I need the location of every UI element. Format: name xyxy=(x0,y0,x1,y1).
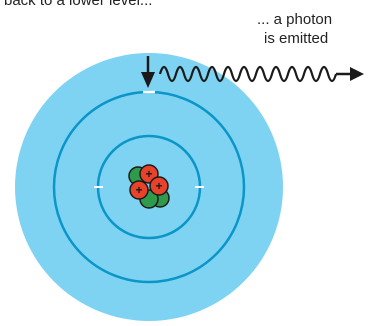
proton-charge: + xyxy=(155,179,162,193)
caption-photon-line-2: is emitted xyxy=(264,30,328,47)
caption-lower-level: back to a lower level... xyxy=(4,0,152,9)
proton-charge: + xyxy=(135,183,142,197)
proton-charge: + xyxy=(145,167,152,181)
photon-arrow-head xyxy=(350,67,364,81)
caption-photon-line-1: ... a photon xyxy=(257,11,332,28)
